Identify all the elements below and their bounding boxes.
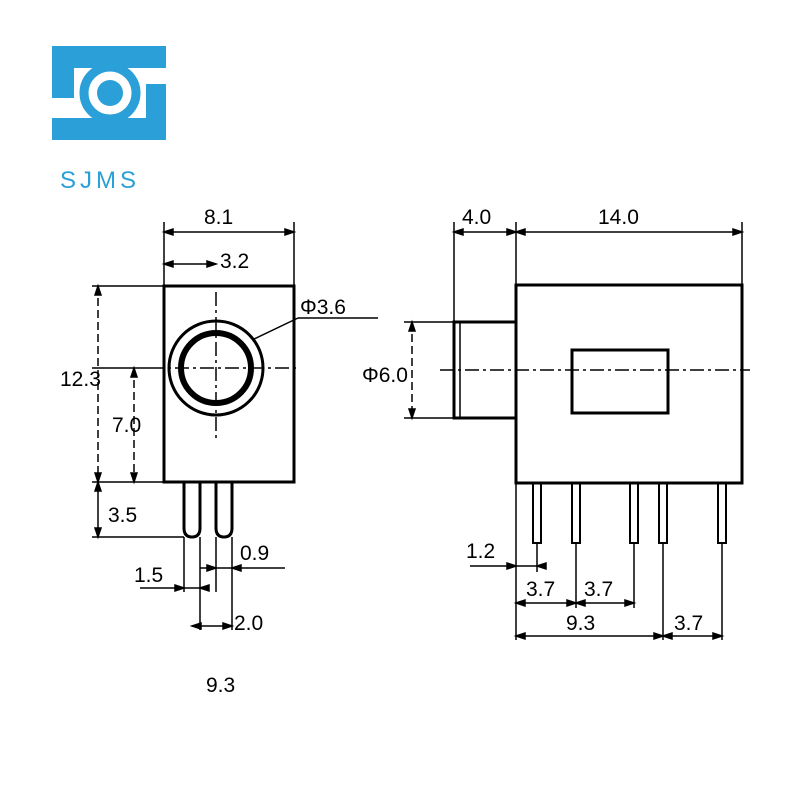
arrow	[93, 527, 103, 540]
arrow	[174, 583, 187, 593]
side-pin-1	[532, 482, 542, 544]
arrow	[407, 408, 417, 421]
arrow	[197, 583, 210, 593]
arrow	[451, 227, 464, 237]
arrow	[93, 283, 103, 296]
arrow	[506, 561, 519, 571]
logo-ring	[79, 62, 141, 124]
arrow	[624, 598, 637, 608]
arrow	[93, 479, 103, 492]
side-body-outline	[514, 283, 744, 485]
sjms-logo: SJMS	[52, 46, 166, 194]
label-front-center-height: 7.0	[112, 414, 141, 437]
side-dimension-lines	[407, 227, 745, 641]
arrow	[513, 227, 526, 237]
label-front-bottom: 9.3	[206, 674, 235, 697]
side-window	[570, 348, 670, 415]
arrow	[206, 563, 219, 573]
side-view	[404, 222, 750, 640]
front-view	[92, 222, 300, 630]
front-pin-right	[214, 482, 234, 539]
label-pin-length: 3.5	[108, 504, 137, 527]
label-bore-diameter: Φ3.6	[300, 296, 346, 319]
label-nose-diameter: Φ6.0	[362, 364, 408, 387]
side-pin-5	[717, 482, 727, 544]
label-pin-pitch: 2.0	[234, 612, 263, 635]
label-body-length: 14.0	[598, 206, 639, 229]
label-side-pin-offset: 1.2	[466, 540, 495, 563]
arrow	[129, 365, 139, 378]
front-body-outline	[162, 284, 296, 484]
arrow	[732, 227, 745, 237]
side-pin-3	[629, 482, 639, 544]
arrow	[513, 631, 526, 641]
arrow	[513, 598, 526, 608]
label-front-height: 12.3	[60, 368, 101, 391]
arrow	[129, 472, 139, 485]
arrow	[229, 563, 242, 573]
front-dimension-lines	[93, 227, 378, 631]
side-pin-2	[571, 482, 581, 544]
side-dimension-labels: 4.0 14.0 Φ6.0 1.2 3.7 3.7 9.3 3.7	[362, 206, 703, 635]
arrow	[566, 598, 579, 608]
arrow	[653, 631, 666, 641]
arrow	[712, 631, 725, 641]
label-span: 9.3	[566, 612, 595, 635]
arrow	[222, 621, 235, 631]
label-pin-width: 0.9	[240, 542, 269, 565]
arrow	[161, 227, 174, 237]
arrow	[573, 598, 586, 608]
label-pitch-c: 3.7	[674, 612, 703, 635]
label-nose-length: 4.0	[462, 206, 491, 229]
logo-text: SJMS	[60, 167, 140, 194]
label-pitch-a: 3.7	[526, 578, 555, 601]
front-pin-left	[182, 482, 202, 539]
label-front-pin-offset: 1.5	[134, 564, 163, 587]
side-pin-4	[658, 482, 668, 544]
label-front-width: 8.1	[204, 206, 233, 229]
arrow	[284, 227, 297, 237]
label-front-center-offset: 3.2	[220, 250, 249, 273]
arrow	[660, 631, 673, 641]
leader-bore	[251, 317, 299, 341]
arrow	[93, 472, 103, 485]
arrow	[407, 319, 417, 332]
arrow	[189, 621, 202, 631]
front-dimension-labels: 8.1 3.2 Φ3.6 12.3 7.0 3.5 1.5 0.9 2.0 9.…	[60, 206, 346, 697]
arrow	[506, 227, 519, 237]
arrow	[206, 259, 219, 269]
arrow	[534, 561, 547, 571]
label-pitch-b: 3.7	[584, 578, 613, 601]
arrow	[161, 259, 174, 269]
logo-dot	[97, 80, 123, 106]
